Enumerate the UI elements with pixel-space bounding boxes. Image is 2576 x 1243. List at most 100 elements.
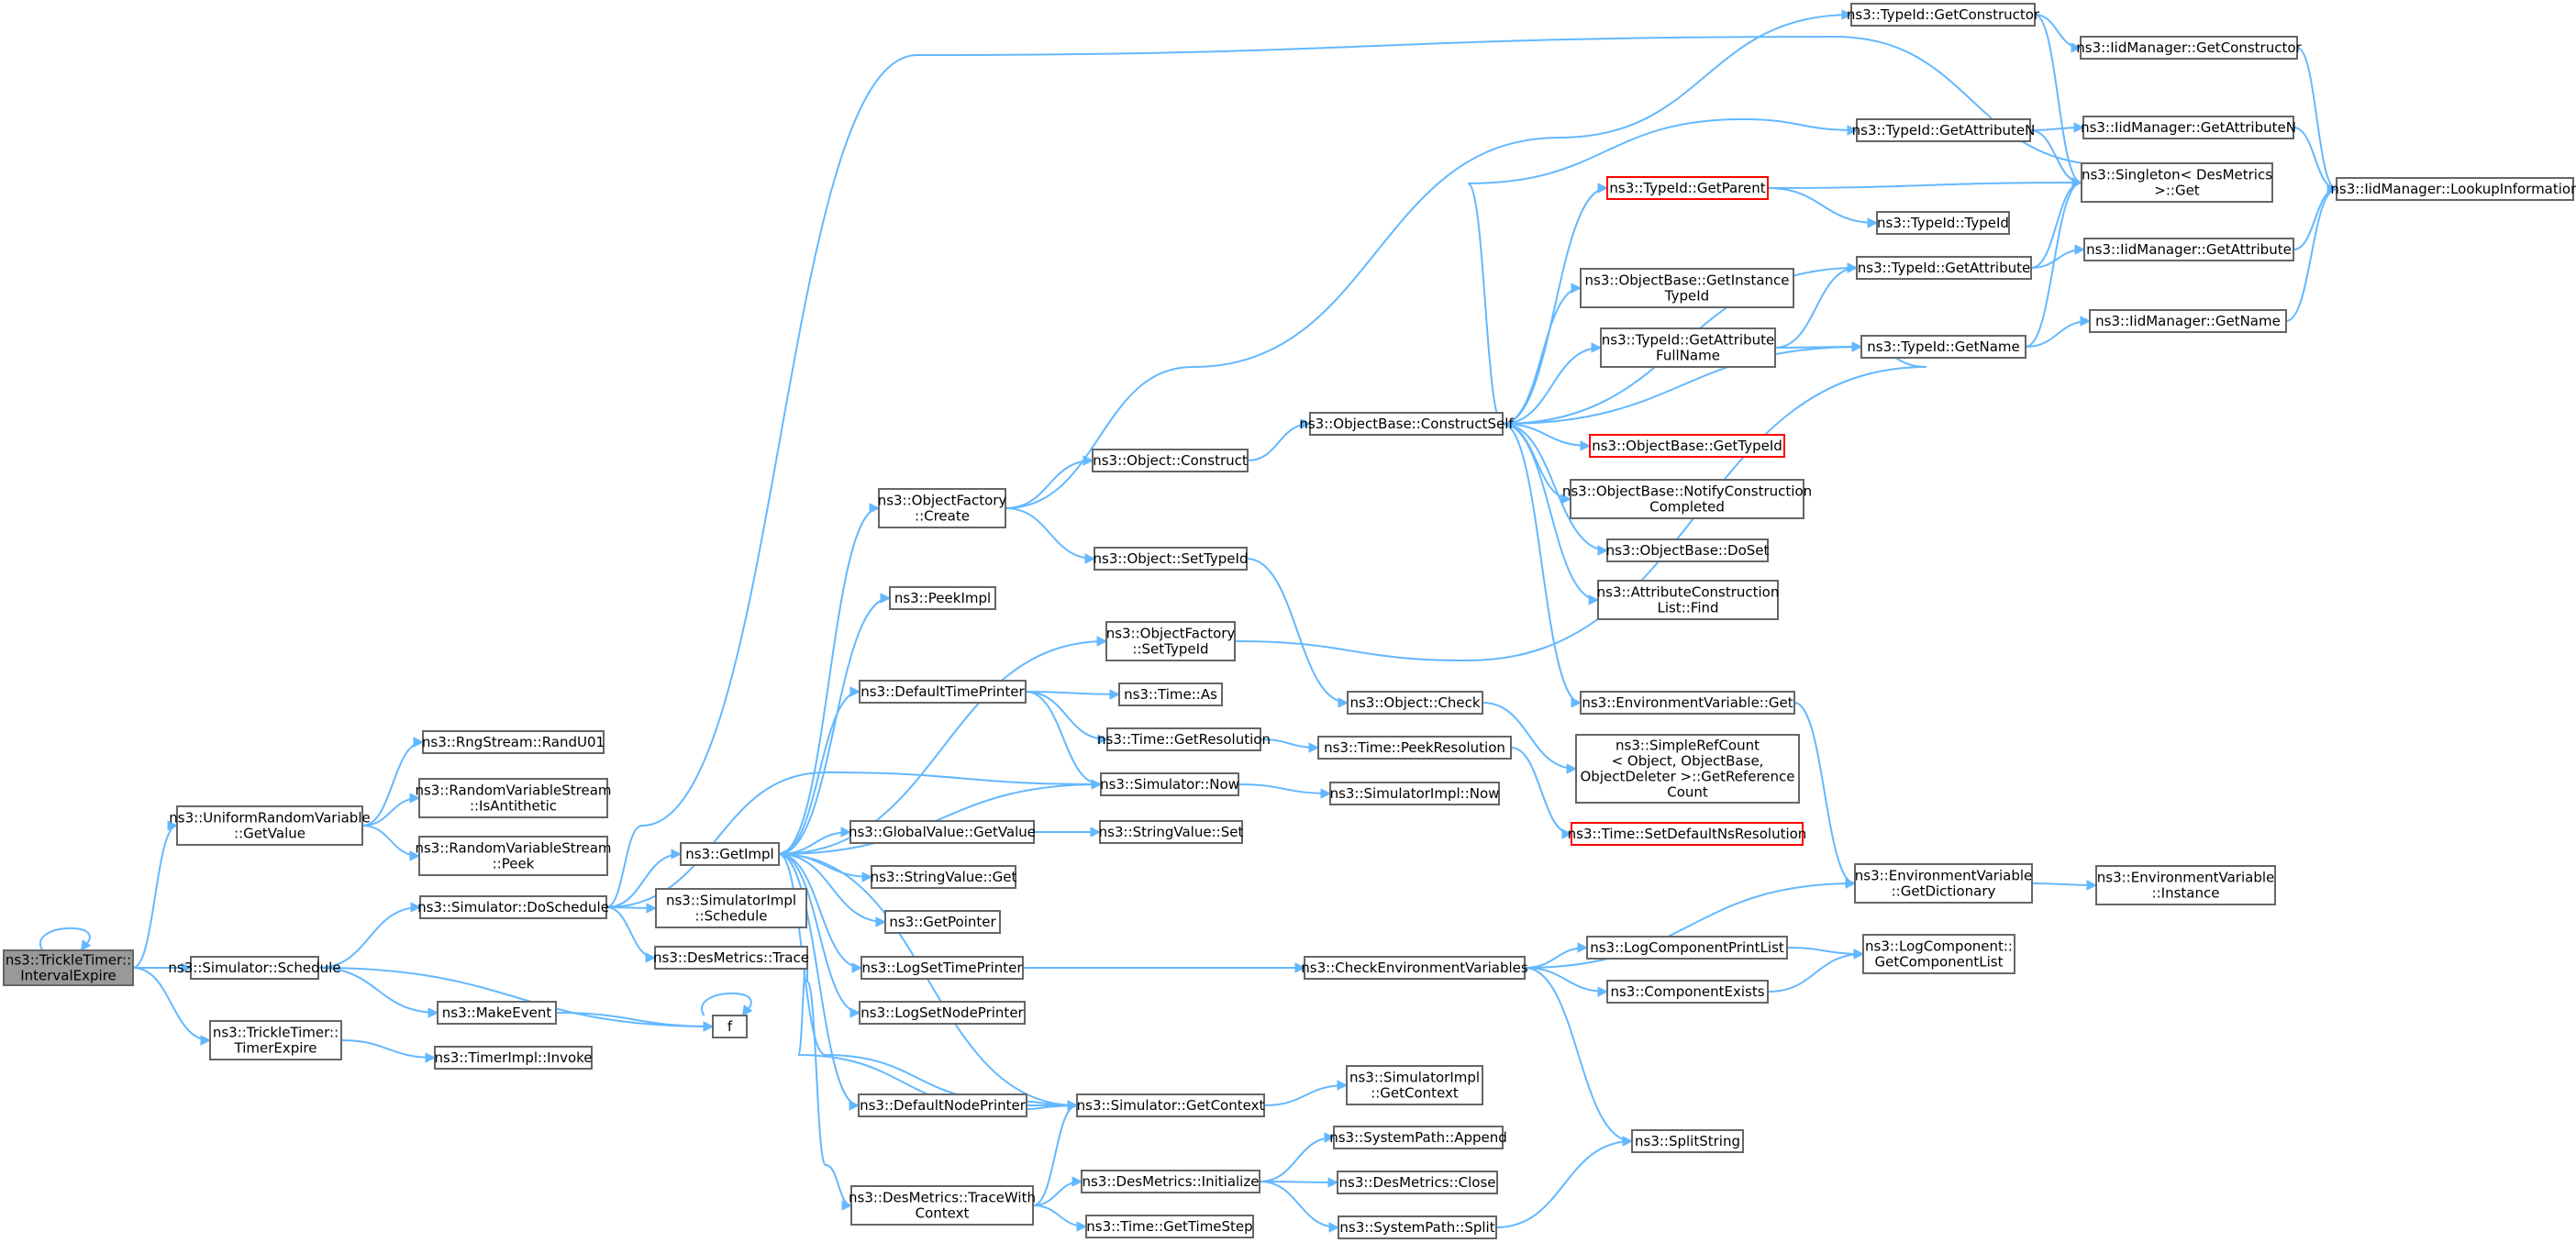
node-envvar-instance[interactable]: ns3::EnvironmentVariable::Instance — [2095, 865, 2276, 905]
node-typeid-getparent[interactable]: ns3::TypeId::GetParent — [1606, 176, 1769, 200]
node-desmetrics-initialize[interactable]: ns3::DesMetrics::Initialize — [1081, 1170, 1260, 1193]
node-iidmanager-getconstructor[interactable]: ns3::IidManager::GetConstructor — [2076, 36, 2303, 60]
node-time-gettimestep[interactable]: ns3::Time::GetTimeStep — [1085, 1215, 1254, 1238]
node-stringvalue-set[interactable]: ns3::StringValue::Set — [1099, 820, 1244, 844]
node-iidmanager-getattributen[interactable]: ns3::IidManager::GetAttributeN — [2081, 116, 2296, 139]
node-logsettimeprinter[interactable]: ns3::LogSetTimePrinter — [861, 956, 1024, 980]
node-iidmanager-lookupinformation[interactable]: ns3::IidManager::LookupInformation — [2330, 177, 2576, 201]
node-logcomponentprintlist[interactable]: ns3::LogComponentPrintList — [1586, 936, 1788, 960]
node-objfactory-create[interactable]: ns3::ObjectFactory::Create — [878, 488, 1007, 528]
edge-objectbase_constructself-to-typeid_getparent-arrowhead — [1597, 183, 1609, 194]
edge-defaulttimeprinter-to-simulator_now — [1025, 691, 1102, 785]
node-envvar-get[interactable]: ns3::EnvironmentVariable::Get — [1580, 691, 1795, 715]
node-label-line: ns3::TrickleTimer:: — [6, 952, 131, 969]
node-getimpl[interactable]: ns3::GetImpl — [680, 842, 780, 866]
node-defaulttimeprinter[interactable]: ns3::DefaultTimePrinter — [859, 680, 1027, 704]
node-box — [871, 865, 1016, 889]
node-timerimpl-invoke[interactable]: ns3::TimerImpl::Invoke — [434, 1046, 593, 1070]
edge-getimpl-to-stringvalue_get-arrowhead — [861, 871, 873, 882]
node-time-as[interactable]: ns3::Time::As — [1118, 683, 1223, 706]
edge-typeid_getconstructor-to-singleton_get — [2034, 14, 2082, 183]
node-typeid-getattributen[interactable]: ns3::TypeId::GetAttributeN — [1852, 118, 2036, 142]
node-object-settypeid[interactable]: ns3::Object::SetTypeId — [1094, 547, 1249, 571]
node-logsetnodeprinter[interactable]: ns3::LogSetNodePrinter — [859, 1001, 1026, 1025]
node-objbase-doset[interactable]: ns3::ObjectBase::DoSet — [1606, 538, 1770, 562]
node-box — [884, 910, 1001, 934]
node-timerexpire[interactable]: ns3::TrickleTimer::TimerExpire — [209, 1020, 342, 1060]
node-desmetrics-close[interactable]: ns3::DesMetrics::Close — [1337, 1171, 1498, 1194]
node-simulator-now[interactable]: ns3::Simulator::Now — [1100, 772, 1239, 796]
node-iidmanager-getname[interactable]: ns3::IidManager::GetName — [2089, 309, 2287, 333]
node-isantithetic[interactable]: ns3::RandomVariableStream::IsAntithetic — [415, 778, 612, 818]
node-sim-schedule[interactable]: ns3::Simulator::Schedule — [168, 956, 341, 980]
node-simplerefcount[interactable]: ns3::SimpleRefCount< Object, ObjectBase,… — [1575, 734, 1800, 804]
edge-defaulttimeprinter-to-time_as-arrowhead — [1109, 689, 1121, 700]
node-envvar-getdictionary[interactable]: ns3::EnvironmentVariable::GetDictionary — [1854, 863, 2033, 904]
node-time-setdefaultnsres[interactable]: ns3::Time::SetDefaultNsResolution — [1568, 822, 1807, 846]
node-checkenvvars[interactable]: ns3::CheckEnvironmentVariables — [1301, 956, 1528, 980]
node-objbase-notifyconstruction[interactable]: ns3::ObjectBase::NotifyConstructionCompl… — [1562, 479, 1812, 519]
node-time-peekresolution[interactable]: ns3::Time::PeekResolution — [1317, 736, 1512, 760]
node-label-line: ns3::LogSetTimePrinter — [861, 960, 1023, 976]
node-componentexists[interactable]: ns3::ComponentExists — [1606, 980, 1769, 1004]
node-typeid-typeid[interactable]: ns3::TypeId::TypeId — [1876, 211, 2010, 235]
node-label-line: List::Find — [1657, 600, 1718, 616]
node-systempath-append[interactable]: ns3::SystemPath::Append — [1329, 1126, 1507, 1149]
edge-simulator_now-to-simimpl_now-arrowhead — [1320, 788, 1332, 799]
edge-objectbase_constructself-to-objbase_doset-arrowhead — [1597, 545, 1609, 556]
node-box — [849, 820, 1035, 844]
node-object-check[interactable]: ns3::Object::Check — [1347, 691, 1483, 715]
node-box — [655, 888, 807, 928]
edge-sim_doschedule-to-desmetrics_trace-arrowhead — [645, 952, 657, 963]
node-uniform-getvalue[interactable]: ns3::UniformRandomVariable::GetValue — [169, 805, 371, 846]
node-stringvalue-get[interactable]: ns3::StringValue::Get — [871, 865, 1017, 889]
node-logcomponent-getcomponentlist[interactable]: ns3::LogComponent::GetComponentList — [1862, 934, 2015, 974]
node-typeid-getname[interactable]: ns3::TypeId::GetName — [1860, 335, 2026, 359]
edge-objectbase_constructself-to-typeid_getattributen — [1467, 117, 1858, 425]
node-globalvalue-getvalue[interactable]: ns3::GlobalValue::GetValue — [849, 820, 1036, 844]
node-box — [1571, 822, 1804, 846]
node-box — [859, 680, 1027, 704]
node-root[interactable]: ns3::TrickleTimer::IntervalExpire — [3, 949, 134, 986]
node-defaultnodeprinter[interactable]: ns3::DefaultNodePrinter — [858, 1093, 1027, 1117]
edge-objectbase_constructself-to-typeid_getattributefullname-arrowhead — [1591, 342, 1603, 353]
node-time-getresolution[interactable]: ns3::Time::GetResolution — [1097, 727, 1271, 751]
node-f[interactable]: f — [712, 1015, 748, 1038]
node-makeevent[interactable]: ns3::MakeEvent — [437, 1001, 557, 1025]
edge-typeid_getparent-to-singleton_get — [1767, 182, 2082, 189]
node-iidmanager-getattribute[interactable]: ns3::IidManager::GetAttribute — [2083, 238, 2294, 261]
edge-uniform_getvalue-to-peek-arrowhead — [409, 850, 421, 861]
node-sim-doschedule[interactable]: ns3::Simulator::DoSchedule — [417, 895, 609, 919]
node-typeid-getattribute[interactable]: ns3::TypeId::GetAttribute — [1856, 256, 2032, 280]
edge-sim_getcontext-to-simimpl_getcontext — [1263, 1084, 1348, 1106]
edge-tracewithcontext-to-time_gettimestep-arrowhead — [1076, 1221, 1088, 1232]
node-label-line: ns3::GetImpl — [685, 846, 773, 862]
node-sim-getcontext[interactable]: ns3::Simulator::GetContext — [1076, 1093, 1265, 1117]
node-splitstring[interactable]: ns3::SplitString — [1631, 1129, 1744, 1153]
node-getpointer[interactable]: ns3::GetPointer — [884, 910, 1001, 934]
node-box — [422, 730, 605, 754]
node-simimpl-getcontext[interactable]: ns3::SimulatorImpl::GetContext — [1346, 1065, 1483, 1105]
node-peek[interactable]: ns3::RandomVariableStream::Peek — [415, 836, 612, 876]
edge-desmetrics_initialize-to-systempath_append-arrowhead — [1324, 1132, 1336, 1143]
node-label-line: ns3::TypeId::GetAttribute — [1858, 260, 2030, 276]
node-randu01[interactable]: ns3::RngStream::RandU01 — [422, 730, 605, 754]
node-simimpl-schedule[interactable]: ns3::SimulatorImpl::Schedule — [655, 888, 807, 928]
node-label-line: ns3::AttributeConstruction — [1597, 584, 1780, 601]
node-objbase-gettypeid[interactable]: ns3::ObjectBase::GetTypeId — [1589, 434, 1785, 458]
node-object-construct[interactable]: ns3::Object::Construct — [1092, 449, 1249, 472]
node-desmetrics-trace[interactable]: ns3::DesMetrics::Trace — [653, 946, 809, 970]
node-singleton-get[interactable]: ns3::Singleton< DesMetrics>::Get — [2081, 162, 2273, 203]
node-simimpl-now[interactable]: ns3::SimulatorImpl::Now — [1329, 782, 1500, 805]
edge-timerexpire-to-timerimpl_invoke — [340, 1039, 436, 1059]
node-typeid-getconstructor[interactable]: ns3::TypeId::GetConstructor — [1847, 3, 2040, 27]
edge-sim_getcontext-to-getimpl-arrowhead — [777, 849, 789, 860]
node-peekimpl[interactable]: ns3::PeekImpl — [889, 586, 996, 610]
node-objfactory-settypeid[interactable]: ns3::ObjectFactory::SetTypeId — [1105, 621, 1236, 661]
node-objectbase-constructself[interactable]: ns3::ObjectBase::ConstructSelf — [1299, 412, 1514, 436]
node-systempath-split[interactable]: ns3::SystemPath::Split — [1338, 1215, 1497, 1239]
